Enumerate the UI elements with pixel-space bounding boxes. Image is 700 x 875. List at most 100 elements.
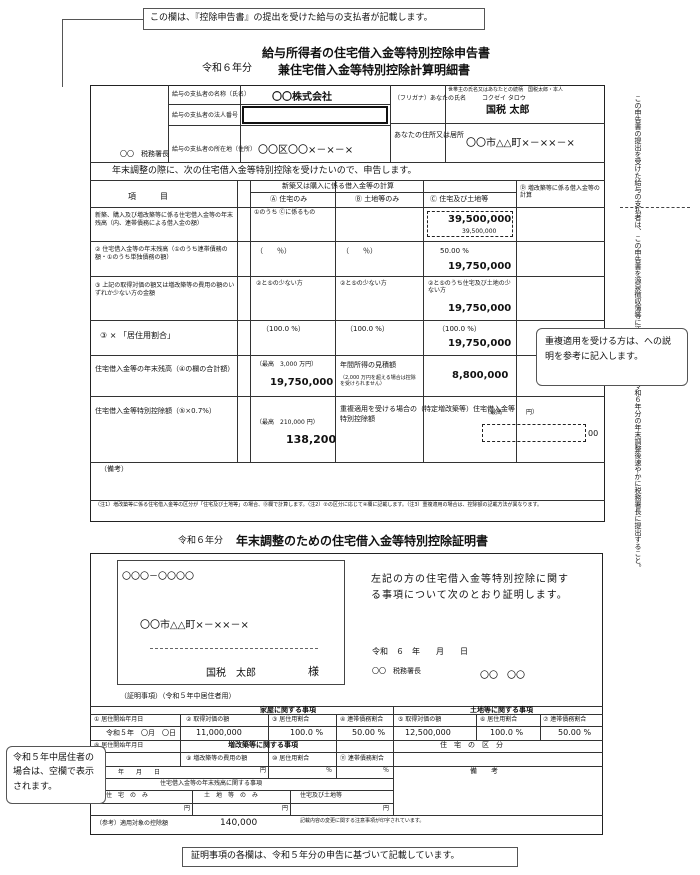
- cert-fine-print: 記載内容の変更に関する注意事項が印字されています。: [300, 818, 425, 824]
- cert-title: 年末調整のための住宅借入金等特別控除証明書: [236, 534, 489, 548]
- row4-land-pct: （100.0 %）: [346, 325, 389, 333]
- row3-label: ③ 上記の取得対価の額又は増改築等の費用の額のいずれか少ない方の金額: [95, 282, 235, 298]
- row6-duplicate-label: 重複適用を受ける場合の（特定増改築等）住宅借入金等特別控除額: [340, 405, 515, 424]
- cert-postal: 〇〇〇－〇〇〇〇: [122, 572, 195, 582]
- ref-amount: 140,000: [220, 818, 258, 828]
- house-ratio-label: ③ 居住用割合: [272, 716, 310, 723]
- row2-house-land-pct: 50.00 %: [440, 247, 469, 255]
- row6-deduction: 138,200: [286, 433, 337, 446]
- leader-line: [62, 19, 143, 20]
- callout-duplicate-text: 重複適用を受ける方は、への説明を参考に記入します。: [545, 337, 672, 363]
- furigana-value: コクゼイ タロウ: [482, 95, 526, 102]
- col-item-header: 項 目: [128, 192, 168, 201]
- form-year: 令和６年分: [202, 63, 252, 74]
- reno-ratio-pct: ％: [326, 767, 333, 774]
- row4-label: ③ × 「居住用割合」: [100, 331, 175, 340]
- row3-house-land-sub: ②と⑤のうち住宅及び土地の少ない方: [428, 280, 511, 294]
- row5-income-note: （2,000 万円を超える場合は控除を受けられません）: [340, 375, 416, 387]
- reno-cost-yen: 円: [260, 767, 267, 774]
- payer-addr-label: 給与の支払者の所在地（住所）: [172, 146, 257, 153]
- balance-house: 住 宅 の み: [106, 792, 149, 799]
- reno-joint-label: ⑪ 連帯債務割合: [340, 755, 384, 762]
- house-joint-label: ④ 連帯債務割合: [340, 716, 384, 723]
- calc-intro: 年末調整の際に、次の住宅借入金等特別控除を受けたいので、申告します。: [112, 166, 417, 176]
- taxpayer-name: 国税 太郎: [486, 105, 530, 116]
- balance-house-land: 住宅及び土地等: [300, 792, 343, 799]
- col-land-only: Ⓑ 土地等のみ: [355, 195, 400, 203]
- cert-sama: 様: [308, 665, 319, 678]
- payer-name-label: 給与の支払者の名称（氏名）: [172, 91, 251, 98]
- callout-pointer: [620, 207, 690, 208]
- cert-date: 令和 ６ 年 月 日: [372, 647, 468, 656]
- address-label: あなたの住所又は居所: [394, 131, 464, 139]
- callout-residence: 令和５年中居住者の場合は、空欄で表示されます。: [6, 746, 106, 804]
- row1-highlight: [427, 211, 513, 237]
- land-joint-label: ⑦ 連帯債務割合: [543, 716, 587, 723]
- row2-label: ② 住宅借入金等の年末残高（①のうち連帯債務の額・①のうち単独債務の額）: [95, 246, 228, 262]
- house-price: 11,000,000: [196, 728, 242, 737]
- payer-corp-label: 給与の支払者の法人番号: [172, 112, 239, 119]
- form-subtitle: 兼住宅借入金等特別控除計算明細書: [278, 63, 471, 77]
- reno-cost-label: ⑨ 増改築等の費用の額: [186, 755, 248, 762]
- bottom-note-box: 証明事項の各欄は、令和５年分の申告に基づいて記載しています。: [182, 847, 518, 867]
- col-house-land: Ⓒ 住宅及び土地等: [430, 195, 489, 203]
- form-title: 給与所得者の住宅借入金等特別控除申告書: [262, 46, 491, 60]
- reno-head: 増改築等に関する事項: [228, 741, 298, 749]
- furigana-label: （フリガナ）あなたの氏名: [394, 95, 467, 102]
- balance-house-yen: 円: [184, 805, 191, 812]
- tax-office-upper: 〇〇 税務署長: [120, 150, 169, 158]
- application-form: [90, 85, 605, 522]
- reno-ratio-label: ⑩ 居住用割合: [272, 755, 310, 762]
- row6-right-input[interactable]: [482, 424, 586, 442]
- row3-land-sub: ②と⑤の少ない方: [340, 280, 387, 287]
- top-note-box: この欄は、『控除申告書』の提出を受けた給与の支払者が記載します。: [143, 8, 485, 30]
- balance-house-land-yen: 円: [383, 805, 390, 812]
- category-label: 住 宅 の 区 分: [440, 741, 503, 749]
- leader-line: [62, 19, 63, 87]
- land-ratio: 100.0 %: [490, 728, 524, 737]
- cert-items-label: （証明事項）（令和５年中居住者用）: [120, 692, 236, 700]
- row1-house-land-joint: 39,500,000: [462, 228, 497, 235]
- balance-land: 土 地 等 の み: [204, 792, 259, 799]
- row1-sub: ①のうち Ⓒに係るもの: [254, 209, 316, 216]
- taxpayer-address: 〇〇市△△町×－××－×: [466, 138, 575, 149]
- house-price-label: ② 取得対価の額: [186, 716, 230, 723]
- reno-date: 年 月 日: [118, 769, 161, 776]
- ref-label: （参考）適用対象の控除額: [96, 820, 169, 827]
- group-header: 新築又は購入に係る借入金等の計算: [282, 182, 394, 190]
- row2-house-land-value: 19,750,000: [448, 261, 512, 272]
- col-house-only: Ⓐ 住宅のみ: [270, 195, 308, 203]
- callout-residence-text: 令和５年中居住者の場合は、空欄で表示されます。: [13, 753, 95, 792]
- row6-right-cap: （最高 円）: [484, 409, 539, 416]
- row6-cap: （最高 210,000 円）: [256, 419, 319, 426]
- payer-address: 〇〇区〇〇×－×－×: [258, 145, 354, 156]
- row6-right-tail: 00: [588, 429, 599, 438]
- corp-number-field[interactable]: [242, 106, 388, 124]
- row5-cap: （最高 3,000 万円）: [256, 361, 318, 368]
- row1-label: 新築、購入及び増改築等に係る住宅借入金等の年末残高（内、連帯債務による借入金の額…: [95, 212, 234, 228]
- row5-label: 住宅借入金等の年末残高（④の欄の合計額）: [95, 365, 235, 373]
- house-joint: 50.00 %: [352, 728, 386, 737]
- land-price-label: ⑤ 取得対価の額: [398, 716, 442, 723]
- house-ratio: 100.0 %: [290, 728, 324, 737]
- cert-statement: 左記の方の住宅借入金等特別控除に関する事項について次のとおり証明します。: [371, 574, 569, 601]
- row3-house-land-value: 19,750,000: [448, 303, 512, 314]
- balance-head: 住宅借入金等の年末残高に関する事項: [160, 780, 263, 787]
- cert-name: 国税 太郎: [206, 668, 256, 679]
- row2-house-pct: （ ％）: [256, 247, 291, 255]
- top-note-text: この欄は、『控除申告書』の提出を受けた給与の支払者が記載します。: [150, 13, 433, 23]
- bottom-note-text: 証明事項の各欄は、令和５年分の申告に基づいて記載しています。: [191, 851, 460, 861]
- row5-income-value: 8,800,000: [452, 370, 509, 381]
- land-price: 12,500,000: [405, 728, 451, 737]
- cert-tax-office: 〇〇 税務署長: [372, 667, 421, 675]
- reno-joint-pct: ％: [383, 767, 390, 774]
- land-joint: 50.00 %: [558, 728, 592, 737]
- footnotes: （注1）増改築等に係る住宅借入金等の区分が「住宅及び土地等」の場合、Ⓓ欄で計算し…: [95, 502, 543, 508]
- reno-move-label: ⑧ 居住開始年月日: [94, 742, 144, 749]
- row4-house-land-pct: （100.0 %）: [438, 325, 481, 333]
- address-window: [117, 560, 345, 685]
- move-in-label: ① 居住開始年月日: [94, 716, 144, 723]
- col-renovation: Ⓓ 増改築等に係る借入金等の計算: [520, 185, 600, 199]
- callout-duplicate: 重複適用を受ける方は、への説明を参考に記入します。: [536, 328, 688, 386]
- cert-address: 〇〇市△△町×－××－×: [140, 620, 249, 631]
